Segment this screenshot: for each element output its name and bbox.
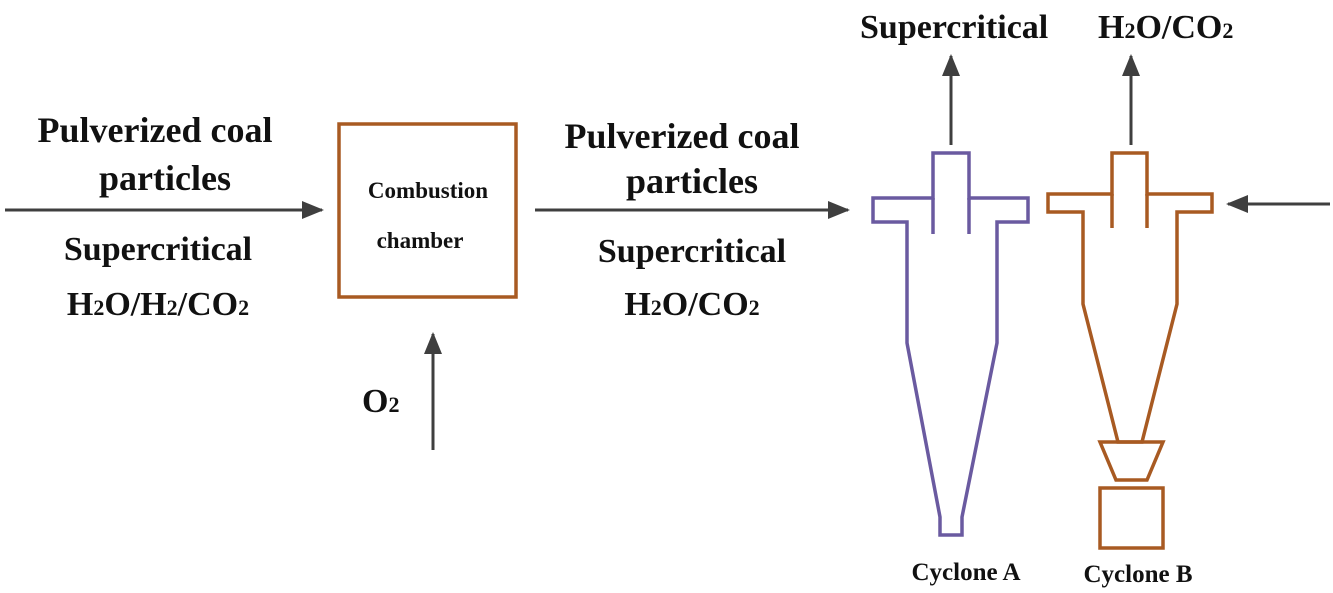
oxygen-label: O2 <box>362 383 399 420</box>
combustion-chamber-box <box>337 122 518 299</box>
top-output-word: Supercritical <box>860 9 1048 46</box>
chamber-label-line1: Combustion <box>368 178 488 203</box>
cyclone-b <box>1046 151 1214 550</box>
outlet-gas-line1: Supercritical <box>598 233 786 270</box>
top-output-formula: H2O/CO2 <box>1098 9 1233 46</box>
cyclone-b-label: Cyclone B <box>1083 561 1192 588</box>
cyclone-a <box>871 151 1030 537</box>
chamber-label-line2: chamber <box>377 228 464 253</box>
outlet-label-line1: Pulverized coal <box>565 116 800 156</box>
cyclone-a-label: Cyclone A <box>911 559 1020 586</box>
inlet-label-line1: Pulverized coal <box>38 110 273 150</box>
inlet-gas-formula: H2O/H2/CO2 <box>67 286 249 323</box>
inlet-label-line2: particles <box>99 158 231 198</box>
inlet-gas-line1: Supercritical <box>64 231 252 268</box>
outlet-gas-formula: H2O/CO2 <box>624 286 759 323</box>
outlet-label-line2: particles <box>626 161 758 201</box>
